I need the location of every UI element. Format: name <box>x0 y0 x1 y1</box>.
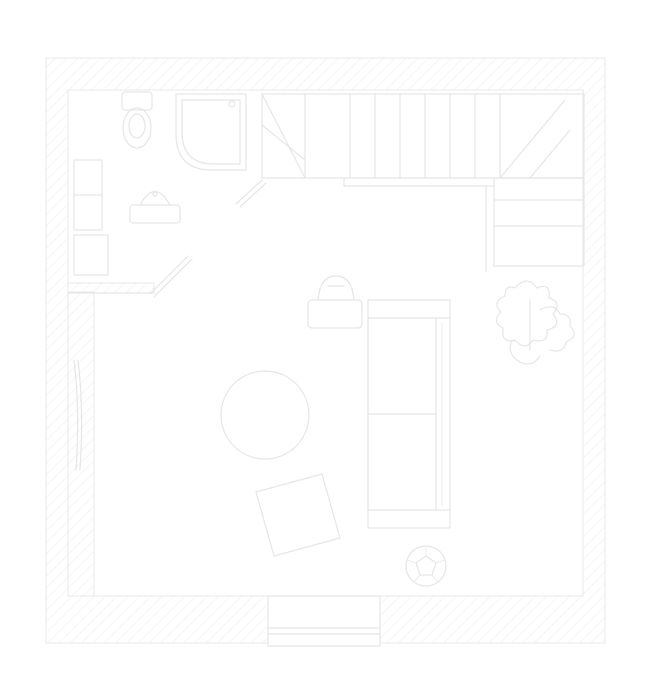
bathroom-door <box>149 179 267 298</box>
bathroom-sink <box>129 190 181 224</box>
toilet <box>121 91 153 149</box>
window-left <box>73 359 83 471</box>
coffee-table <box>255 473 341 557</box>
sofa <box>367 299 451 529</box>
potted-plant <box>495 280 575 365</box>
cabinet <box>73 159 109 276</box>
staircase <box>261 93 585 187</box>
window-bottom <box>267 595 381 647</box>
round-rug <box>220 370 310 460</box>
ball <box>405 545 447 587</box>
armchair <box>307 275 363 329</box>
bathtub <box>175 93 247 171</box>
bookshelf <box>485 177 585 273</box>
